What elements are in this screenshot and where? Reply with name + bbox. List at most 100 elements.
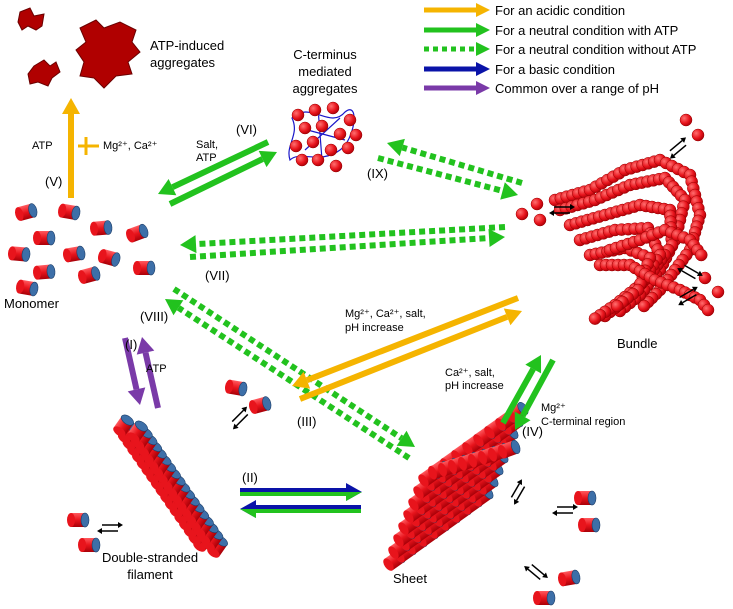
- monomer-icon: [133, 260, 156, 276]
- condition-vi-line1: Salt,: [196, 139, 218, 151]
- monomer-icon: [126, 223, 149, 243]
- exchange-arrows: [552, 504, 578, 516]
- condition-iv-left-line1: Ca²⁺, salt,: [445, 367, 495, 379]
- arrow-ix-back: [387, 138, 523, 186]
- monomer-icon: [57, 203, 81, 221]
- arrow-iii-back: [292, 295, 520, 389]
- cterm-aggregates-icon: [288, 101, 363, 173]
- cterm-sphere: [315, 119, 329, 133]
- free-monomer-icon: [224, 379, 248, 397]
- double-stranded-filament-icon: [113, 414, 228, 558]
- exchange-arrows: [524, 563, 548, 581]
- free-monomer-icon: [67, 512, 90, 528]
- legend-arrowhead-neutral-no-atp: [476, 42, 490, 56]
- legend-label-acidic: For an acidic condition: [495, 3, 625, 18]
- arrow-ix-forward: [377, 155, 518, 200]
- cterm-sphere: [298, 121, 312, 135]
- bundle-subunit: [701, 303, 715, 317]
- exchange-arrows: [231, 406, 249, 430]
- atp-aggregates-icon: [17, 7, 141, 89]
- cterm-sphere: [289, 139, 303, 153]
- transition-label-vi: (VI): [236, 122, 257, 137]
- exchange-arrows: [97, 522, 123, 534]
- transition-label-ix: (IX): [367, 166, 388, 181]
- free-sphere: [533, 213, 547, 227]
- exchange-arrows: [669, 137, 687, 159]
- arrow-vi-back: [158, 139, 270, 196]
- monomer-icon: [7, 246, 31, 262]
- condition-iii-line2: pH increase: [345, 322, 404, 334]
- legend-arrowhead-common: [476, 81, 490, 95]
- bundle-subunit: [588, 312, 602, 325]
- free-monomer-icon: [574, 490, 597, 506]
- exchange-arrows: [510, 479, 526, 505]
- cterm-sphere: [341, 141, 355, 155]
- arrow-vii-back: [180, 224, 506, 254]
- transition-label-iv: (IV): [522, 424, 543, 439]
- condition-labels: ATP Mg²⁺, Ca²⁺ Salt, ATP ATP Mg²⁺, Ca²⁺,…: [32, 139, 625, 428]
- sheet-label: Sheet: [393, 571, 427, 586]
- monomer-cluster-icon: [7, 203, 156, 297]
- monomer-label: Monomer: [4, 296, 60, 311]
- monomer-icon: [15, 203, 38, 221]
- cterm-sphere: [311, 153, 325, 167]
- arrow-vii-forward: [189, 229, 505, 260]
- free-sphere: [711, 285, 725, 299]
- cterm-sphere: [291, 108, 305, 122]
- free-monomer-icon: [578, 517, 601, 533]
- monomer-icon: [78, 266, 101, 284]
- legend-item-acidic: For an acidic condition: [424, 3, 625, 18]
- arrow-iv-back: [514, 358, 556, 430]
- transition-label-i: (I): [125, 337, 137, 352]
- atp-aggregates-label-line2: aggregates: [150, 55, 216, 70]
- cterm-sphere: [295, 153, 309, 167]
- cterm-sphere: [326, 101, 340, 115]
- condition-v-inhibitors: Mg²⁺, Ca²⁺: [103, 140, 158, 152]
- arrow-v: [62, 98, 80, 198]
- arrow-i-forward: [122, 337, 146, 405]
- exchange-arrows: [678, 286, 698, 306]
- bundle-subunit: [637, 299, 651, 313]
- transition-labels: (V) (VI) (IX) (VII) (VIII) (I) (III) (IV…: [45, 122, 543, 485]
- bundle-label: Bundle: [617, 336, 657, 351]
- legend-arrowhead-acidic: [476, 3, 490, 17]
- free-monomer-icon: [533, 590, 556, 606]
- free-sphere: [679, 113, 693, 127]
- arrow-iv-forward: [500, 355, 542, 425]
- free-monomers-group: [67, 113, 725, 606]
- transition-label-iii: (III): [297, 414, 317, 429]
- atp-aggregates-label-line1: ATP-induced: [150, 38, 224, 53]
- transition-label-v: (V): [45, 174, 62, 189]
- arrow-ii-forward: [240, 483, 362, 501]
- arrow-viii-forward: [172, 286, 415, 447]
- arrow-viii-back: [165, 299, 411, 461]
- bundle-icon: [548, 153, 715, 325]
- free-monomer-icon: [557, 569, 581, 587]
- transition-label-vii: (VII): [205, 268, 230, 283]
- condition-iii-line1: Mg²⁺, Ca²⁺, salt,: [345, 308, 426, 320]
- condition-v-atp: ATP: [32, 140, 53, 152]
- free-sphere: [515, 207, 529, 221]
- legend-label-neutral-atp: For a neutral condition with ATP: [495, 23, 678, 38]
- condition-iv-right-line1: Mg²⁺: [541, 402, 566, 414]
- filament-subunit: [127, 420, 148, 443]
- condition-vi-line2: ATP: [196, 152, 217, 164]
- monomer-icon: [33, 230, 56, 246]
- cterm-aggregates-label-line1: C-terminus: [293, 47, 357, 62]
- cterm-chain-lines: [288, 107, 355, 162]
- cterm-aggregates-label-line2: mediated: [298, 64, 351, 79]
- arrow-iii-forward: [298, 308, 522, 402]
- monomer-icon: [98, 249, 121, 267]
- legend-label-neutral-no-atp: For a neutral condition without ATP: [495, 42, 696, 57]
- monomer-icon: [32, 264, 56, 280]
- free-sphere: [530, 197, 544, 211]
- cterm-sphere: [333, 127, 347, 141]
- legend-item-neutral-atp: For a neutral condition with ATP: [424, 23, 678, 38]
- arrow-ii-back: [240, 500, 361, 518]
- cterm-sphere: [349, 128, 363, 142]
- filament-label-line1: Double-stranded: [102, 550, 198, 565]
- cterm-sphere: [308, 103, 322, 117]
- condition-iv-left-line2: pH increase: [445, 380, 504, 392]
- transition-label-ii: (II): [242, 470, 258, 485]
